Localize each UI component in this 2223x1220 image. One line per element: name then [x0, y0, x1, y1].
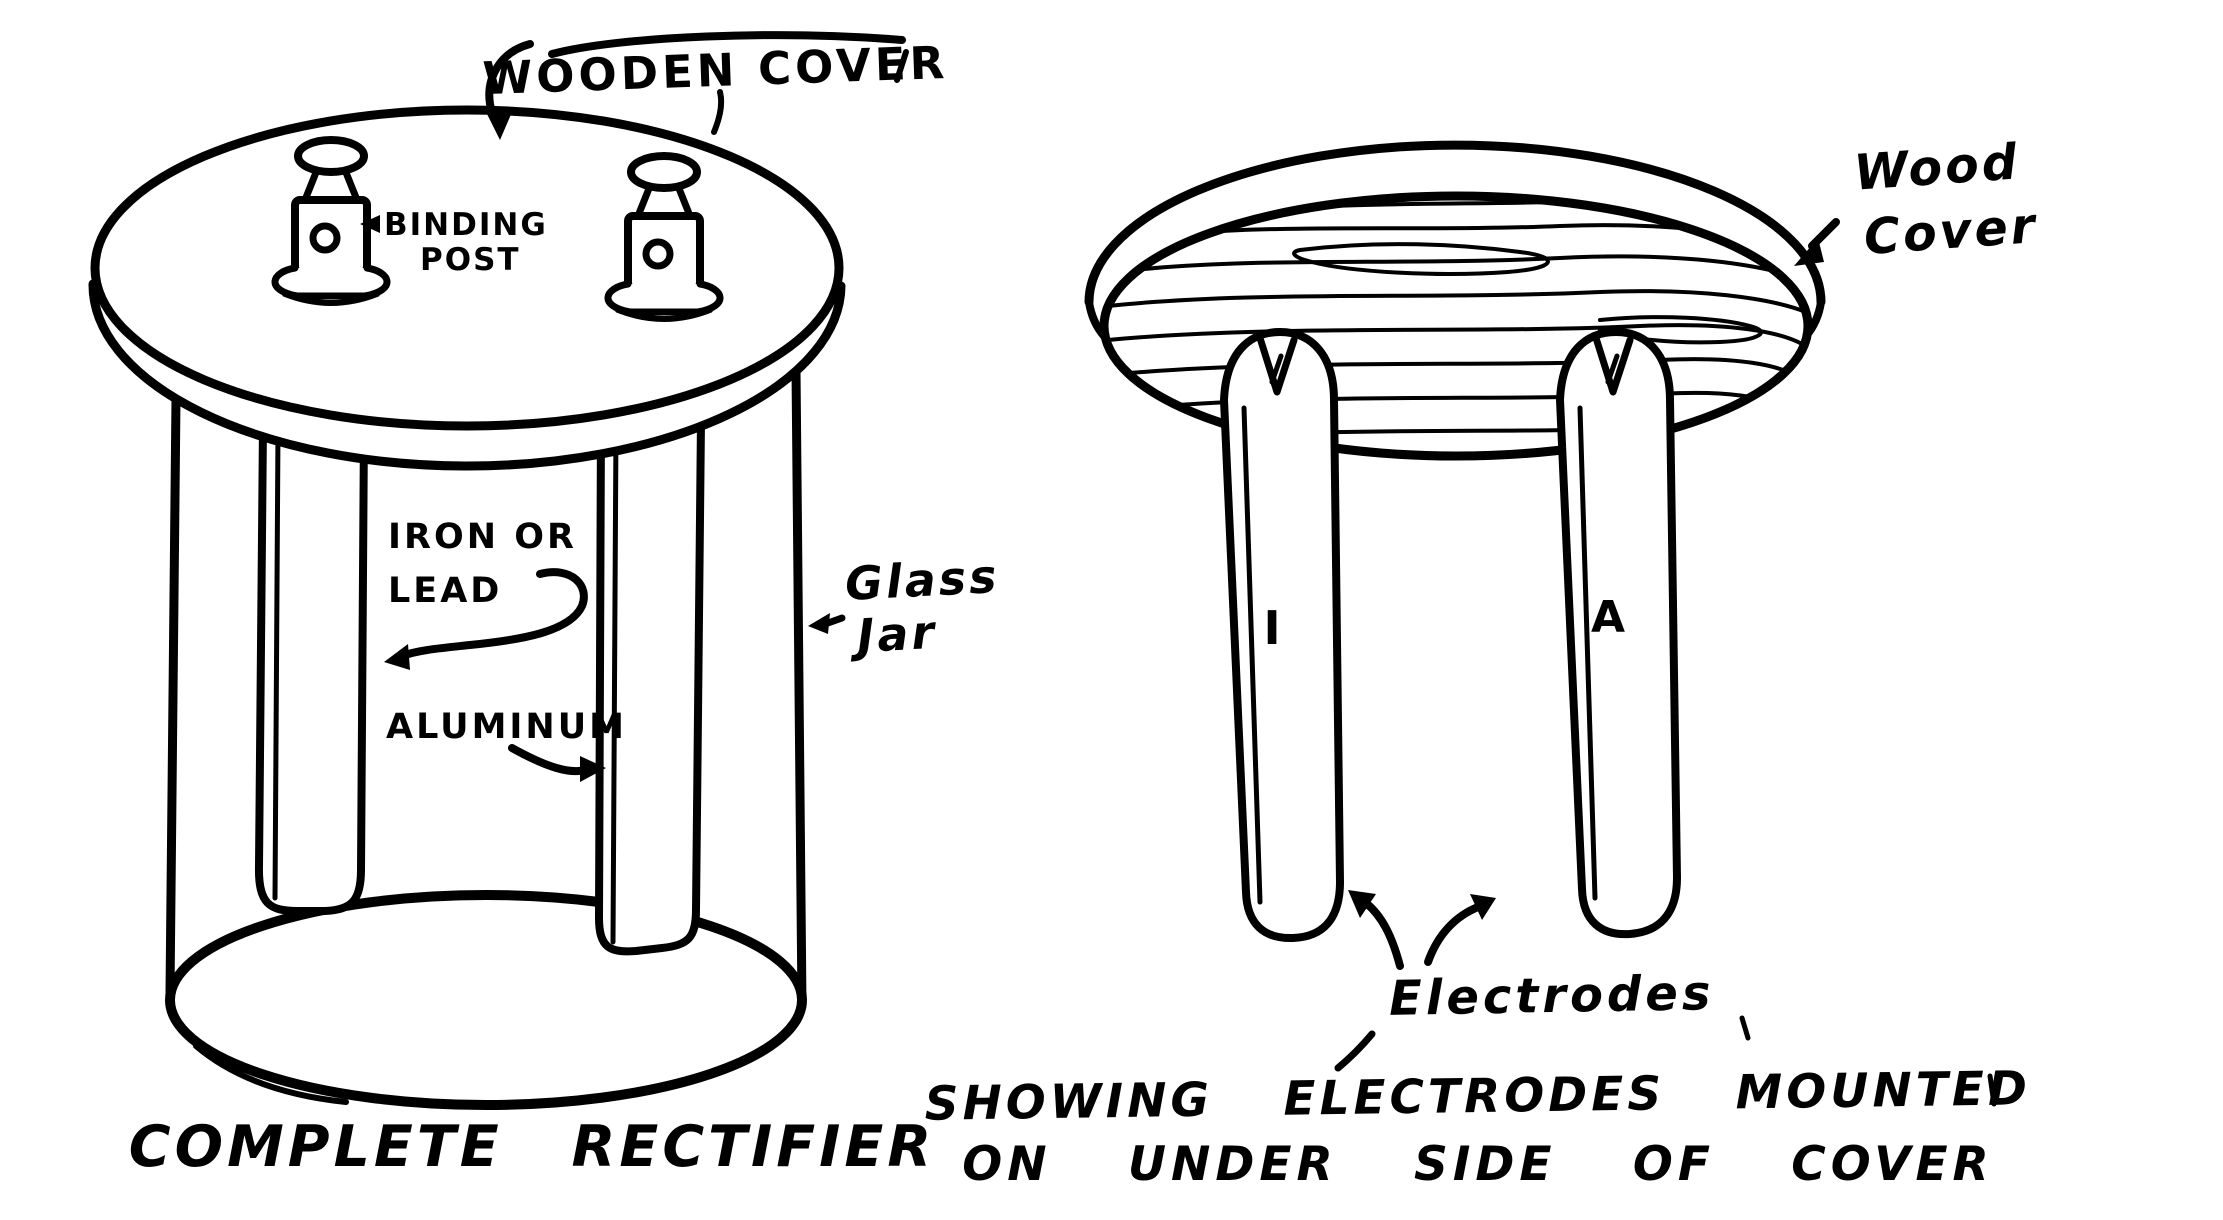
complete-rectifier-figure: WOODEN COVER BINDING POST IRON OR LEAD A…: [88, 31, 1001, 1180]
jar-left-wall: [165, 393, 181, 997]
binding-post-arrowhead: [360, 215, 380, 233]
electrodes-arrowhead-right: [1470, 894, 1496, 920]
binding-post-right-base-lip: [615, 307, 713, 322]
electrodes-label-tick: [1739, 1015, 1751, 1041]
electrodes-arrowhead-left: [1348, 890, 1376, 918]
iron-or-lead-arrow: [398, 568, 588, 660]
aluminum-arrow: [508, 744, 590, 776]
wooden-cover-overline: [548, 31, 906, 58]
binding-post-label-line2: POST: [420, 242, 521, 278]
cover-outer-rim: [1084, 140, 1826, 307]
binding-post-right-base: [604, 280, 724, 316]
binding-post-left-hole: [309, 222, 341, 254]
right-electrode-letter: A: [1591, 592, 1625, 643]
iron-or-lead-label-line2: LEAD: [388, 571, 502, 611]
mounted-electrode-right-edge-line: [1577, 405, 1598, 901]
cover-rim-edge: [88, 279, 846, 471]
electrodes-arrow-right: [1424, 903, 1482, 966]
iron-lead-electrode: [254, 421, 368, 915]
binding-post-label-line1: BINDING: [384, 207, 548, 243]
binding-post-left-base: [271, 264, 391, 300]
cover-top-ellipse: [90, 105, 844, 431]
electrodes-label: Electrodes: [1389, 965, 1715, 1027]
aluminum-callout: ALUMINUM: [386, 707, 627, 782]
jar-glass-inner-line: [193, 1043, 349, 1105]
electrodes-callout: Electrodes: [1334, 890, 1751, 1072]
glass-jar-arrowhead: [808, 613, 830, 634]
aluminum-electrode: [595, 416, 705, 956]
left-figure-caption: COMPLETE RECTIFIER: [129, 1114, 935, 1180]
mounted-electrode-left-notch: [1256, 334, 1298, 396]
mounted-electrode-left: [1220, 328, 1344, 943]
wood-cover-label-line2: Cover: [1862, 197, 2040, 266]
glass-jar-label-line2: Jar: [848, 605, 939, 664]
wood-cover-label-line1: Wood: [1852, 133, 2021, 201]
binding-post-right: [604, 152, 724, 322]
binding-post-left-knob: [294, 136, 368, 176]
wood-cover-disc: [1084, 140, 1826, 461]
glass-jar-arrow: [824, 614, 846, 627]
iron-or-lead-callout: IRON OR LEAD: [384, 517, 588, 670]
binding-post-left: [271, 136, 391, 306]
iron-or-lead-label-line1: IRON OR: [388, 517, 577, 557]
mounted-electrode-left-edge-line: [1241, 405, 1263, 905]
left-electrode-letter: I: [1263, 601, 1280, 655]
jar-right-wall: [791, 365, 807, 1011]
binding-post-callout: BINDING POST: [360, 207, 548, 278]
mounted-electrode-right-screw-slot: [1605, 353, 1620, 385]
mounted-electrode-left-screw-slot: [1269, 353, 1284, 385]
aluminum-label: ALUMINUM: [386, 707, 627, 747]
jar-bottom: [165, 890, 807, 1110]
mounted-electrode-right-notch: [1592, 334, 1634, 396]
aluminum-arrowhead: [580, 756, 606, 782]
binding-post-right-hole: [642, 238, 674, 270]
wood-cover-callout: Wood Cover: [1794, 133, 2040, 266]
wooden-cover: [88, 105, 846, 471]
electrodes-arrow-left: [1362, 899, 1404, 970]
iron-lead-electrode-edge-line: [272, 427, 281, 901]
stray-tick-3: [1987, 1073, 1997, 1107]
wooden-cover-label: WOODEN COVER: [482, 36, 949, 105]
right-figure-caption-line2: ON UNDER SIDE OF COVER: [962, 1137, 1994, 1192]
stray-tick-1: [894, 49, 909, 83]
caption-leader-mark: [1334, 1030, 1376, 1072]
binding-post-right-knob: [627, 152, 701, 192]
electrodes-on-cover-figure: I A Wood Cover Electrodes SHOWING ELECTR…: [924, 133, 2039, 1192]
binding-post-left-base-lip: [282, 291, 380, 306]
stray-tick-2: [711, 89, 725, 135]
glass-jar: [165, 365, 807, 1110]
glass-jar-callout: Glass Jar: [808, 549, 1001, 663]
aluminum-electrode-edge-line: [610, 425, 619, 945]
wooden-cover-arrowhead: [486, 112, 512, 140]
iron-or-lead-arrowhead: [384, 644, 410, 670]
mounted-electrode-right: [1556, 328, 1681, 939]
glass-jar-label-line1: Glass: [844, 549, 1001, 611]
wood-cover-arrowhead: [1794, 238, 1824, 266]
right-figure-caption-line1: SHOWING ELECTRODES MOUNTED: [924, 1061, 2031, 1131]
